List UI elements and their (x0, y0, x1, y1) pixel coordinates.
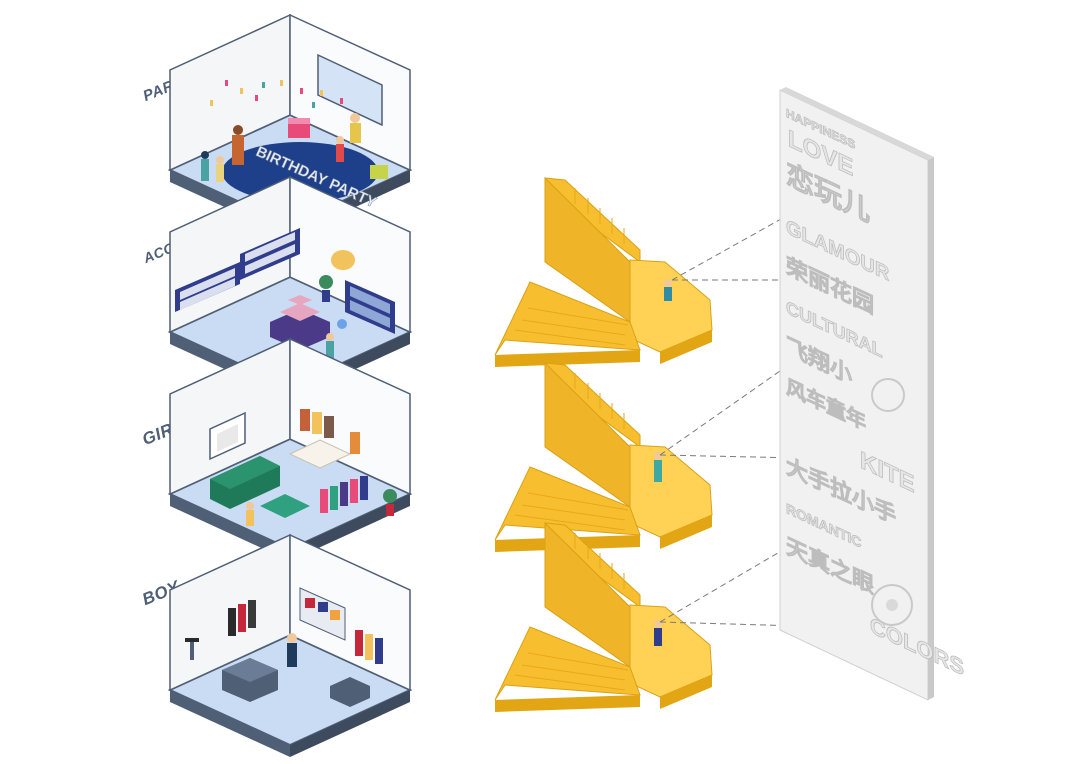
typographic-wall-panel: HAPPINESS LOVE 恋玩儿 GLAMOUR 荣丽花园 CULTURAL… (780, 87, 964, 700)
room-girls (170, 339, 410, 561)
stair-flight-bottom (495, 523, 712, 712)
room-boy (170, 535, 410, 757)
child-figure-top (664, 279, 672, 301)
child-figure-bottom (654, 620, 662, 646)
stair-flight-top (495, 178, 712, 367)
stair-flight-middle (495, 363, 712, 552)
child-figure-middle (654, 452, 662, 482)
